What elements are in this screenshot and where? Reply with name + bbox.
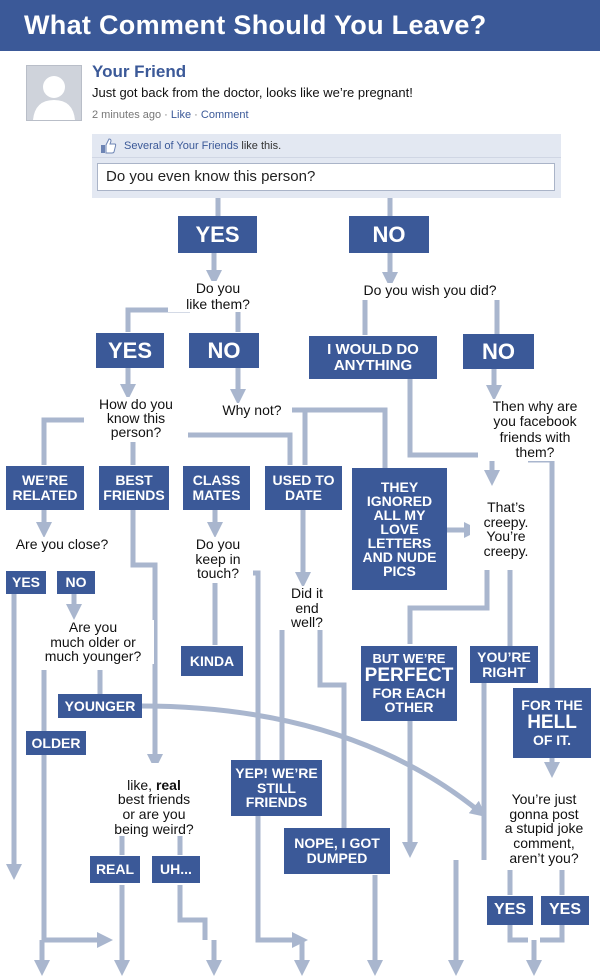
question-creepy: That’s creepy. You’re creepy.: [470, 500, 542, 559]
answer-box-related: WE’RE RELATED: [6, 466, 84, 510]
likes-text: like this.: [238, 140, 282, 152]
answer-box-used-to-date: USED TO DATE: [265, 466, 342, 510]
answer-box-best-friends: BEST FRIENDS: [99, 466, 169, 510]
answer-box-yes: YES: [541, 896, 589, 925]
likes-bar: Several of Your Friends like this.: [92, 134, 561, 158]
real-question-prefix: like,: [127, 776, 156, 793]
answer-box-perfect: BUT WE’RE PERFECT FOR EACH OTHER: [361, 646, 457, 721]
answer-box-would-do-anything: I WOULD DO ANYTHING: [309, 336, 437, 379]
question-why-not: Why not?: [212, 402, 292, 419]
answer-box-yes: YES: [178, 216, 257, 253]
answer-box-ignored-letters: THEY IGNORED ALL MY LOVE LETTERS AND NUD…: [352, 468, 447, 590]
answer-box-no: NO: [349, 216, 429, 253]
question-wish-you-did: Do you wish you did?: [342, 282, 518, 299]
answer-box-class-mates: CLASS MATES: [183, 466, 250, 510]
answer-box-yes: YES: [96, 333, 164, 368]
question-why-facebook: Then why are you facebook friends with t…: [478, 398, 592, 461]
profile-silhouette-icon: [33, 76, 75, 120]
comment-link[interactable]: Comment: [200, 109, 249, 121]
meta-separator: ·: [164, 109, 168, 121]
answer-box-no: NO: [57, 571, 95, 594]
question-like-them: Do you like them?: [168, 280, 268, 313]
answer-box-no: NO: [189, 333, 259, 368]
answer-box-still-friends: YEP! WE’RE STILL FRIENDS: [231, 760, 322, 816]
post-time: 2 minutes ago: [92, 109, 162, 121]
like-link[interactable]: Like: [170, 109, 192, 121]
answer-box-uh: UH...: [152, 856, 200, 883]
hell-line-2: HELL: [527, 712, 577, 734]
real-question-emphasis: real: [155, 776, 181, 793]
page-title: What Comment Should You Leave?: [0, 0, 600, 51]
post-meta: 2 minutes ago · Like · Comment: [92, 109, 249, 121]
answer-box-younger: YOUNGER: [58, 694, 142, 718]
answer-box-kinda: KINDA: [181, 646, 243, 676]
perfect-line-2: PERFECT: [364, 664, 454, 686]
question-are-you-close: Are you close?: [2, 536, 122, 553]
friend-name-link[interactable]: Your Friend: [92, 62, 187, 81]
question-real-best-friends: like, real best friends or are you being…: [102, 763, 206, 837]
answer-box-for-the-hell: FOR THE HELL OF IT.: [513, 688, 591, 758]
answer-box-no: NO: [463, 334, 534, 369]
hell-line-3: OF IT.: [532, 731, 572, 748]
answer-box-yes: YES: [6, 571, 46, 594]
answer-box-youre-right: YOU’RE RIGHT: [470, 646, 538, 683]
perfect-line-1: BUT WE’RE: [372, 651, 446, 667]
real-question-rest: best friends or are you being weird?: [114, 791, 194, 837]
likers-link[interactable]: Several of Your Friends: [124, 140, 239, 152]
thumbs-up-icon: [101, 138, 117, 154]
question-end-well: Did it end well?: [276, 586, 338, 631]
question-keep-in-touch: Do you keep in touch?: [183, 537, 253, 582]
question-older-younger: Are you much older or much younger?: [32, 620, 154, 665]
meta-separator: ·: [194, 109, 198, 121]
answer-box-yes: YES: [487, 896, 533, 925]
answer-box-real: REAL: [90, 856, 140, 883]
perfect-line-3: FOR EACH OTHER: [372, 684, 446, 716]
comment-input[interactable]: Do you even know this person?: [97, 163, 555, 191]
question-how-know: How do you know this person?: [84, 397, 188, 439]
hell-line-1: FOR THE: [521, 697, 583, 714]
comment-area: Do you even know this person?: [92, 158, 561, 198]
status-text: Just got back from the doctor, looks lik…: [92, 85, 413, 100]
answer-box-older: OLDER: [26, 731, 86, 755]
question-stupid-joke: You’re just gonna post a stupid joke com…: [492, 792, 596, 866]
answer-box-got-dumped: NOPE, I GOT DUMPED: [284, 828, 390, 874]
avatar[interactable]: [26, 65, 82, 121]
